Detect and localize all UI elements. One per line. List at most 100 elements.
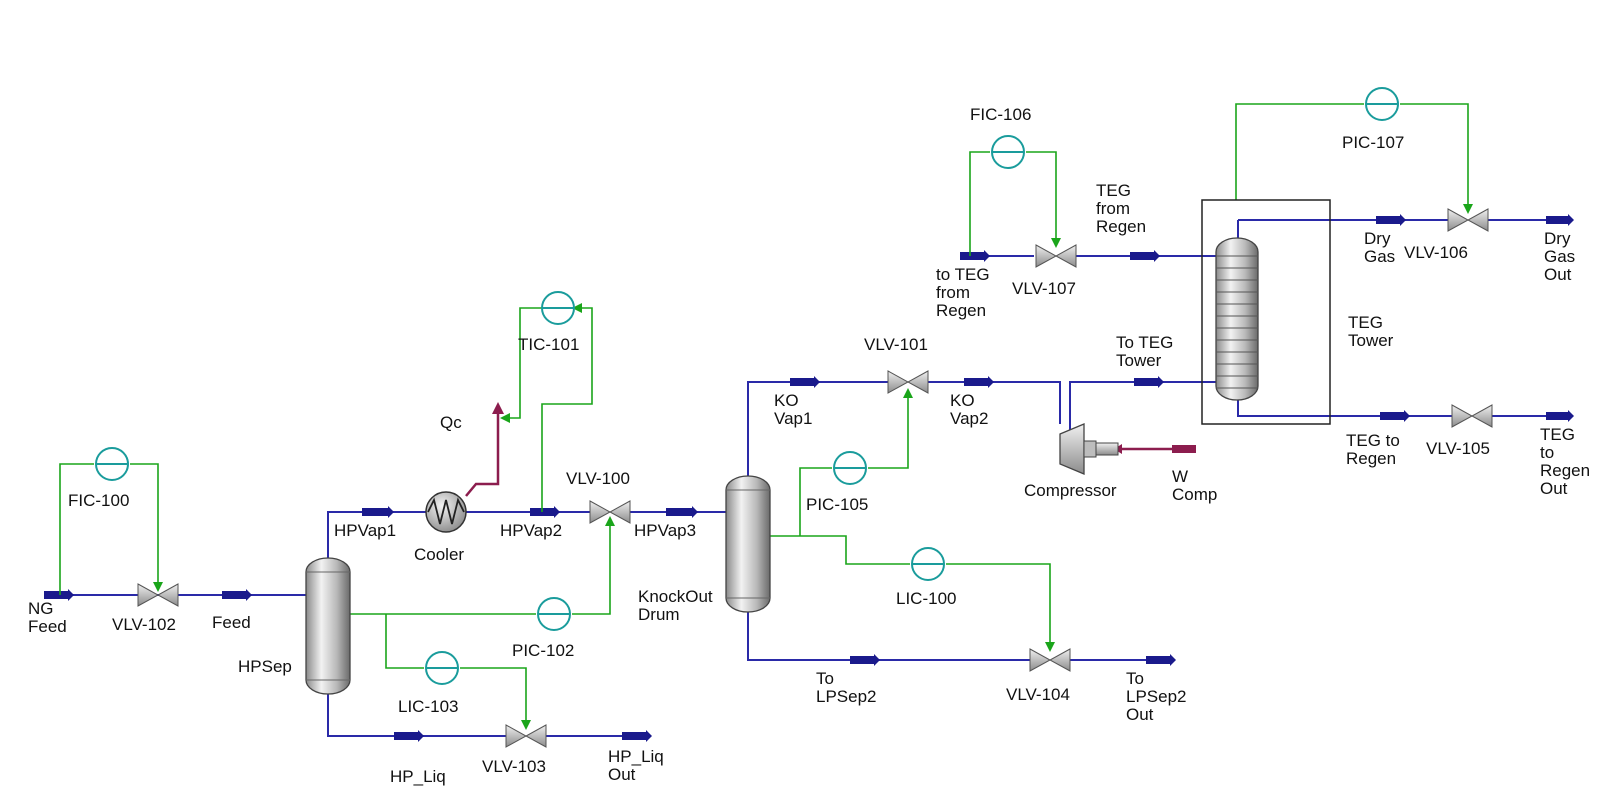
label-to-lpsep2-out: To LPSep2 Out <box>1126 669 1191 724</box>
signal-arrow-icon <box>903 388 913 398</box>
stream-arrow-icon <box>1170 654 1176 666</box>
energy-streams <box>465 402 1196 497</box>
label-vlv-103: VLV-103 <box>482 757 546 776</box>
stream-arrow-icon <box>1134 378 1158 386</box>
stream-arrow-icon <box>988 376 994 388</box>
compressor-unit[interactable] <box>1059 423 1119 475</box>
label-to-lpsep2: To LPSep2 <box>816 669 877 706</box>
controller-lic-100[interactable] <box>911 547 945 581</box>
label-lic-103: LIC-103 <box>398 697 458 716</box>
label-hp-liq-out: HP_Liq Out <box>608 747 669 784</box>
label-hpvap2: HPVap2 <box>500 521 562 540</box>
valve-vlv-107[interactable] <box>1035 244 1077 268</box>
label-compressor: Compressor <box>1024 481 1117 500</box>
stream-arrow-icon <box>666 508 692 516</box>
label-vlv-101: VLV-101 <box>864 335 928 354</box>
stream-arrow-icon <box>1568 410 1574 422</box>
stream-arrow-icon <box>1546 412 1568 420</box>
knockout-drum-vessel[interactable] <box>725 475 771 613</box>
controller-pic-102[interactable] <box>537 597 571 631</box>
labels: FIC-100 LIC-103 PIC-102 TIC-101 PIC-105 … <box>28 105 1595 786</box>
label-teg-to-regen-out: TEG to Regen Out <box>1540 425 1595 498</box>
label-hp-liq: HP_Liq <box>390 767 446 786</box>
label-vlv-102: VLV-102 <box>112 615 176 634</box>
stream-arrows <box>44 214 1574 742</box>
label-feed: Feed <box>212 613 251 632</box>
label-knockout-drum: KnockOut Drum <box>638 587 717 624</box>
signal-arrow-icon <box>572 303 582 313</box>
controller-pic-107[interactable] <box>1365 87 1399 121</box>
stream-arrow-icon <box>850 656 874 664</box>
cooler-exchanger[interactable] <box>425 491 467 533</box>
label-vlv-100: VLV-100 <box>566 469 630 488</box>
stream-arrow-icon <box>362 508 388 516</box>
label-dry-gas-out: Dry Gas Out <box>1544 229 1580 284</box>
energy-arrow-icon <box>492 402 504 414</box>
valve-vlv-101[interactable] <box>887 370 929 394</box>
energy-arrow-icon <box>1172 445 1196 453</box>
valve-vlv-102[interactable] <box>137 583 179 607</box>
label-to-teg-from-regen: to TEG from Regen <box>936 265 994 320</box>
stream-arrow-icon <box>222 591 246 599</box>
teg-tower-column[interactable] <box>1215 237 1259 401</box>
stream-arrow-icon <box>814 376 820 388</box>
label-hpvap1: HPVap1 <box>334 521 396 540</box>
label-qc: Qc <box>440 413 462 432</box>
controller-tic-101[interactable] <box>541 291 575 325</box>
stream-arrow-icon <box>1400 214 1406 226</box>
stream-arrow-icon <box>874 654 880 666</box>
stream-arrow-icon <box>1158 376 1164 388</box>
valve-vlv-105[interactable] <box>1451 404 1493 428</box>
signal-arrow-icon <box>153 582 163 592</box>
controller-fic-106[interactable] <box>991 135 1025 169</box>
stream-arrow-icon <box>246 589 252 601</box>
stream-arrow-icon <box>984 250 990 262</box>
stream-arrow-icon <box>394 732 418 740</box>
label-vlv-106: VLV-106 <box>1404 243 1468 262</box>
label-teg-from-regen: TEG from Regen <box>1096 181 1146 236</box>
controller-fic-100[interactable] <box>95 447 129 481</box>
stream-arrow-icon <box>960 252 984 260</box>
label-vlv-107: VLV-107 <box>1012 279 1076 298</box>
signal-arrow-icon <box>1045 642 1055 652</box>
label-w-comp: W Comp <box>1172 467 1217 504</box>
hpsep-vessel[interactable] <box>305 557 351 695</box>
signal-arrow-icon <box>1463 204 1473 214</box>
label-cooler: Cooler <box>414 545 464 564</box>
label-tic-101: TIC-101 <box>518 335 579 354</box>
label-pic-105: PIC-105 <box>806 495 868 514</box>
stream-arrow-icon <box>1376 216 1400 224</box>
stream-arrow-icon <box>646 730 652 742</box>
label-teg-to-regen: TEG to Regen <box>1346 431 1405 468</box>
label-ng-feed: NG Feed <box>28 599 67 636</box>
label-pic-102: PIC-102 <box>512 641 574 660</box>
signal-arrow-icon <box>500 413 510 423</box>
label-pic-107: PIC-107 <box>1342 133 1404 152</box>
valve-vlv-104[interactable] <box>1029 648 1071 672</box>
controller-lic-103[interactable] <box>425 651 459 685</box>
signal-arrow-icon <box>1051 238 1061 248</box>
stream-arrow-icon <box>418 730 424 742</box>
valve-vlv-100[interactable] <box>589 500 631 524</box>
stream-arrow-icon <box>1380 412 1404 420</box>
signal-lines <box>59 103 1473 730</box>
label-ko-vap1: KO Vap1 <box>774 391 812 428</box>
stream-arrow-icon <box>554 506 560 518</box>
label-dry-gas: Dry Gas <box>1364 229 1395 266</box>
valve-vlv-106[interactable] <box>1447 208 1489 232</box>
stream-arrow-icon <box>68 589 74 601</box>
controller-pic-105[interactable] <box>833 451 867 485</box>
stream-arrow-icon <box>44 591 68 599</box>
signal-arrow-icon <box>521 720 531 730</box>
label-fic-106: FIC-106 <box>970 105 1031 124</box>
stream-arrow-icon <box>1146 656 1170 664</box>
label-hpvap3: HPVap3 <box>634 521 696 540</box>
stream-arrow-icon <box>1130 252 1154 260</box>
label-teg-tower: TEG Tower <box>1348 313 1394 350</box>
stream-arrow-icon <box>790 378 814 386</box>
stream-arrow-icon <box>692 506 698 518</box>
stream-arrow-icon <box>622 732 646 740</box>
label-vlv-104: VLV-104 <box>1006 685 1070 704</box>
valve-vlv-103[interactable] <box>505 724 547 748</box>
